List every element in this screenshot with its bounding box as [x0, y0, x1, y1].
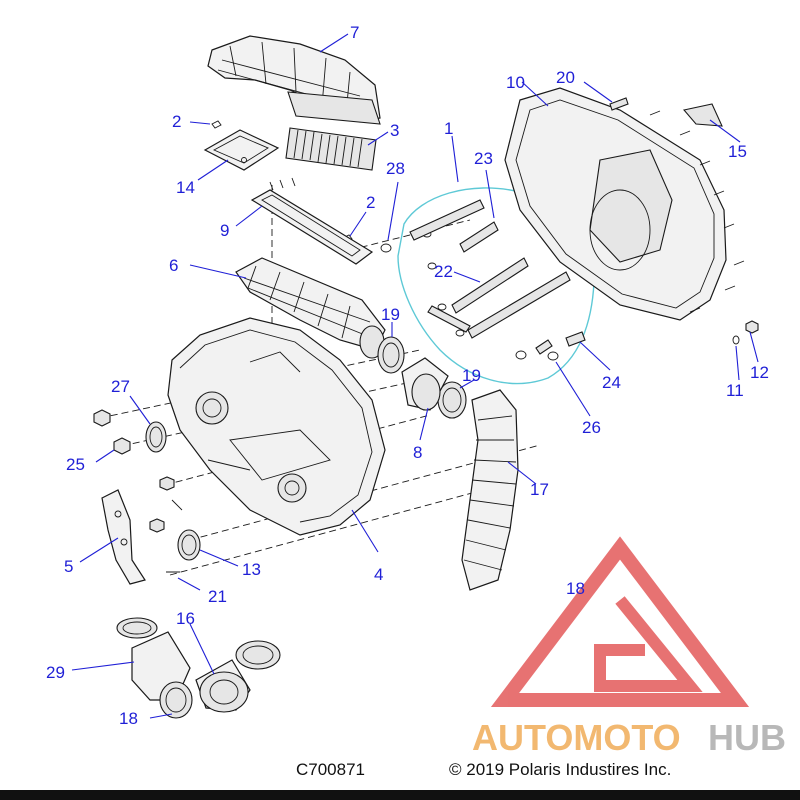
- watermark-brand-b: HUB: [708, 717, 786, 758]
- watermark-brand-a: AUTOMOTO: [472, 717, 681, 758]
- part-label-23: 23: [474, 149, 493, 168]
- part-label-24: 24: [602, 373, 621, 392]
- part-label-28: 28: [386, 159, 405, 178]
- lower-assembly: [116, 617, 281, 719]
- bolt-parts-left: [93, 409, 183, 573]
- part-label-19a: 19: [381, 305, 400, 324]
- part-label-19b: 19: [462, 366, 481, 385]
- part-label-2b: 2: [366, 193, 375, 212]
- watermark-triangle-inner: [594, 596, 703, 692]
- part-label-13: 13: [242, 560, 261, 579]
- part-label-26: 26: [582, 418, 601, 437]
- watermark-logo: [490, 536, 750, 707]
- part-outer-cover: [504, 87, 727, 321]
- copyright-notice: © 2019 Polaris Industires Inc.: [449, 760, 671, 779]
- part-label-20: 20: [556, 68, 575, 87]
- bottom-border: [0, 790, 800, 800]
- part-inner-housing: [167, 317, 386, 536]
- part-label-25: 25: [66, 455, 85, 474]
- part-bracket: [101, 489, 146, 585]
- part-gasket-frame: [250, 189, 374, 265]
- clamp-parts: [377, 336, 467, 419]
- part-label-12: 12: [750, 363, 769, 382]
- part-label-11: 11: [726, 381, 744, 400]
- o-ring-parts: [145, 421, 201, 561]
- part-label-3: 3: [390, 121, 399, 140]
- part-label-21: 21: [208, 587, 227, 606]
- part-label-18a: 18: [119, 709, 138, 728]
- part-label-17: 17: [530, 480, 549, 499]
- part-label-18b: 18: [566, 579, 585, 598]
- part-decal: [682, 103, 723, 127]
- part-outlet-duct: [461, 389, 519, 591]
- part-label-16: 16: [176, 609, 195, 628]
- leader-lines: [71, 33, 759, 719]
- part-label-15: 15: [728, 142, 747, 161]
- figure-code: C700871: [296, 760, 365, 779]
- part-label-7: 7: [350, 23, 359, 42]
- part-labels: 1 2 2 3 4 5 6 7 8 9 10 11 12 13 14 15 16…: [46, 23, 769, 728]
- part-label-8: 8: [413, 443, 422, 462]
- part-label-22: 22: [434, 262, 453, 281]
- part-label-2a: 2: [172, 112, 181, 131]
- part-label-1: 1: [444, 119, 453, 138]
- part-coupler: [401, 357, 449, 411]
- watermark-triangle-outer: [490, 536, 750, 707]
- part-label-9: 9: [220, 221, 229, 240]
- cover-bolts: [609, 97, 759, 334]
- part-label-29: 29: [46, 663, 65, 682]
- part-label-27: 27: [111, 377, 130, 396]
- part-label-4: 4: [374, 565, 383, 584]
- part-cover-plate: [203, 129, 280, 171]
- part-label-14: 14: [176, 178, 195, 197]
- part-label-5: 5: [64, 557, 73, 576]
- part-label-10: 10: [506, 73, 525, 92]
- part-label-6: 6: [169, 256, 178, 275]
- part-air-duct-top: [207, 35, 381, 125]
- long-bolts: [409, 199, 586, 355]
- part-filter-element: [285, 127, 377, 171]
